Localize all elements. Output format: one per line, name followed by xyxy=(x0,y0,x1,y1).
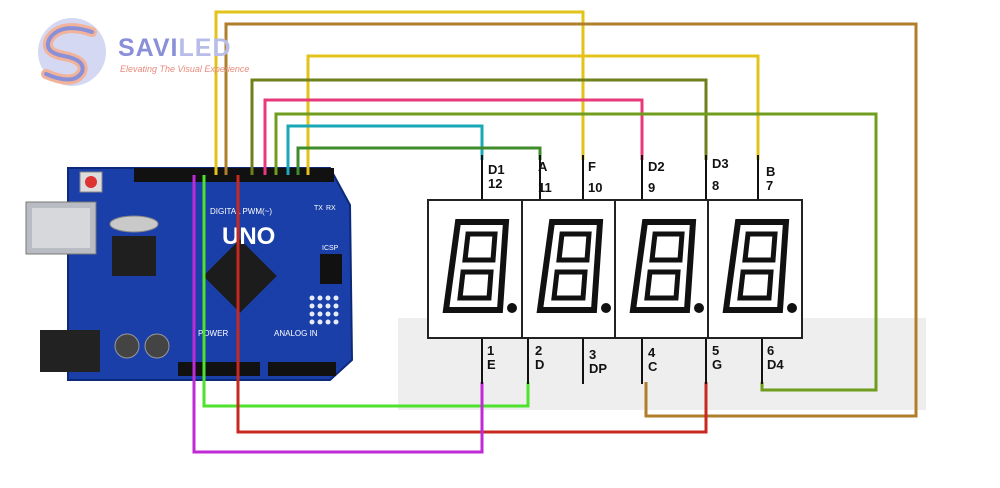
brand-name: SAVILED xyxy=(118,34,232,62)
analog-header xyxy=(268,362,336,376)
decimal-point-3 xyxy=(694,303,704,313)
wire-green-d4 xyxy=(274,112,878,392)
analog-section-label: ANALOG IN xyxy=(274,329,318,338)
icsp-header xyxy=(320,254,342,284)
wire-magenta-e xyxy=(192,175,484,454)
reset-button xyxy=(85,176,97,188)
decimal-point-4 xyxy=(787,303,797,313)
atmega-chip xyxy=(203,239,277,313)
wires xyxy=(192,10,918,454)
digit-2 xyxy=(536,219,611,313)
wire-cyan-d1 xyxy=(286,124,484,175)
wire-lime-d xyxy=(202,175,530,408)
board-model-label: UNO xyxy=(222,223,275,250)
digit-4 xyxy=(722,219,797,313)
decimal-point-1 xyxy=(507,303,517,313)
wire-yellow-f xyxy=(214,10,585,175)
brand-tagline: Elevating The Visual Experience xyxy=(120,64,250,74)
usb-chip xyxy=(112,236,156,276)
top-pin-leads xyxy=(481,155,759,200)
bottom-pin-leads xyxy=(481,338,763,384)
digital-header xyxy=(134,168,334,182)
arduino-uno-board: UNO DIGITAL PWM(~) POWER ANALOG IN ICSP … xyxy=(25,167,354,381)
wire-green-a xyxy=(296,146,542,175)
power-section-label: POWER xyxy=(198,329,228,338)
tx-label: TX xyxy=(314,205,323,212)
rx-label: RX xyxy=(326,205,336,212)
digit-1 xyxy=(442,219,517,313)
saviled-logo-icon xyxy=(38,18,106,86)
wire-pink-d2 xyxy=(263,98,644,175)
wire-brown-g xyxy=(224,22,918,418)
icsp-label: ICSP xyxy=(322,245,339,252)
wire-red-c xyxy=(236,175,708,434)
decimal-point-2 xyxy=(601,303,611,313)
power-header xyxy=(178,362,260,376)
digit-3 xyxy=(629,219,704,313)
power-jack xyxy=(40,330,100,372)
digital-section-label: DIGITAL PWM(~) xyxy=(210,207,272,216)
seven-segment-display xyxy=(427,199,803,339)
wire-olive-d3 xyxy=(250,78,708,175)
